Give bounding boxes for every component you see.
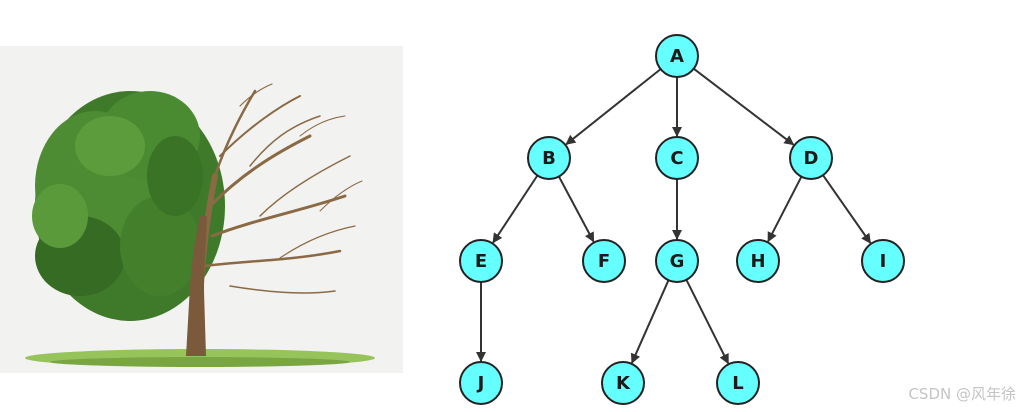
edge-g-k	[630, 279, 670, 364]
node-circle-f	[582, 239, 626, 283]
node-j: J	[459, 361, 503, 405]
node-k: K	[601, 361, 645, 405]
node-circle-g	[655, 239, 699, 283]
node-circle-a	[655, 34, 699, 78]
node-circle-l	[716, 361, 760, 405]
node-label-l: L	[732, 373, 743, 394]
node-h: H	[736, 239, 780, 283]
node-circle-b	[527, 136, 571, 180]
grass-ground-shadow	[50, 357, 350, 367]
node-label-e: E	[475, 251, 487, 272]
node-label-h: H	[750, 251, 765, 272]
node-label-k: K	[616, 373, 631, 394]
node-label-i: I	[880, 251, 887, 272]
node-c: C	[655, 136, 699, 180]
node-b: B	[527, 136, 571, 180]
node-circle-k	[601, 361, 645, 405]
leafy-canopy	[32, 91, 225, 321]
watermark: CSDN @风年徐	[908, 385, 1016, 403]
node-f: F	[582, 239, 626, 283]
node-label-j: J	[476, 373, 485, 394]
node-label-c: C	[670, 148, 683, 169]
node-g: G	[655, 239, 699, 283]
edge-a-d	[693, 67, 795, 146]
edge-d-i	[822, 174, 872, 244]
edge-g-l	[685, 279, 730, 365]
node-label-b: B	[542, 148, 556, 169]
node-circle-j	[459, 361, 503, 405]
node-circle-c	[655, 136, 699, 180]
edges-layer	[476, 67, 872, 365]
node-a: A	[655, 34, 699, 78]
node-d: D	[789, 136, 833, 180]
node-circle-e	[459, 239, 503, 283]
node-label-g: G	[670, 251, 685, 272]
nodes-layer: A B C D E F G H I J K L	[459, 34, 905, 405]
tree-illustration	[0, 46, 403, 373]
tree-trunk	[186, 216, 207, 356]
node-circle-h	[736, 239, 780, 283]
node-e: E	[459, 239, 503, 283]
node-label-a: A	[670, 46, 684, 67]
node-i: I	[861, 239, 905, 283]
node-label-f: F	[598, 251, 610, 272]
node-l: L	[716, 361, 760, 405]
node-label-d: D	[804, 148, 819, 169]
edge-b-f	[558, 176, 595, 243]
node-circle-i	[861, 239, 905, 283]
node-circle-d	[789, 136, 833, 180]
edge-b-e	[492, 174, 539, 244]
edge-a-b	[565, 68, 662, 146]
edge-d-h	[767, 176, 803, 243]
